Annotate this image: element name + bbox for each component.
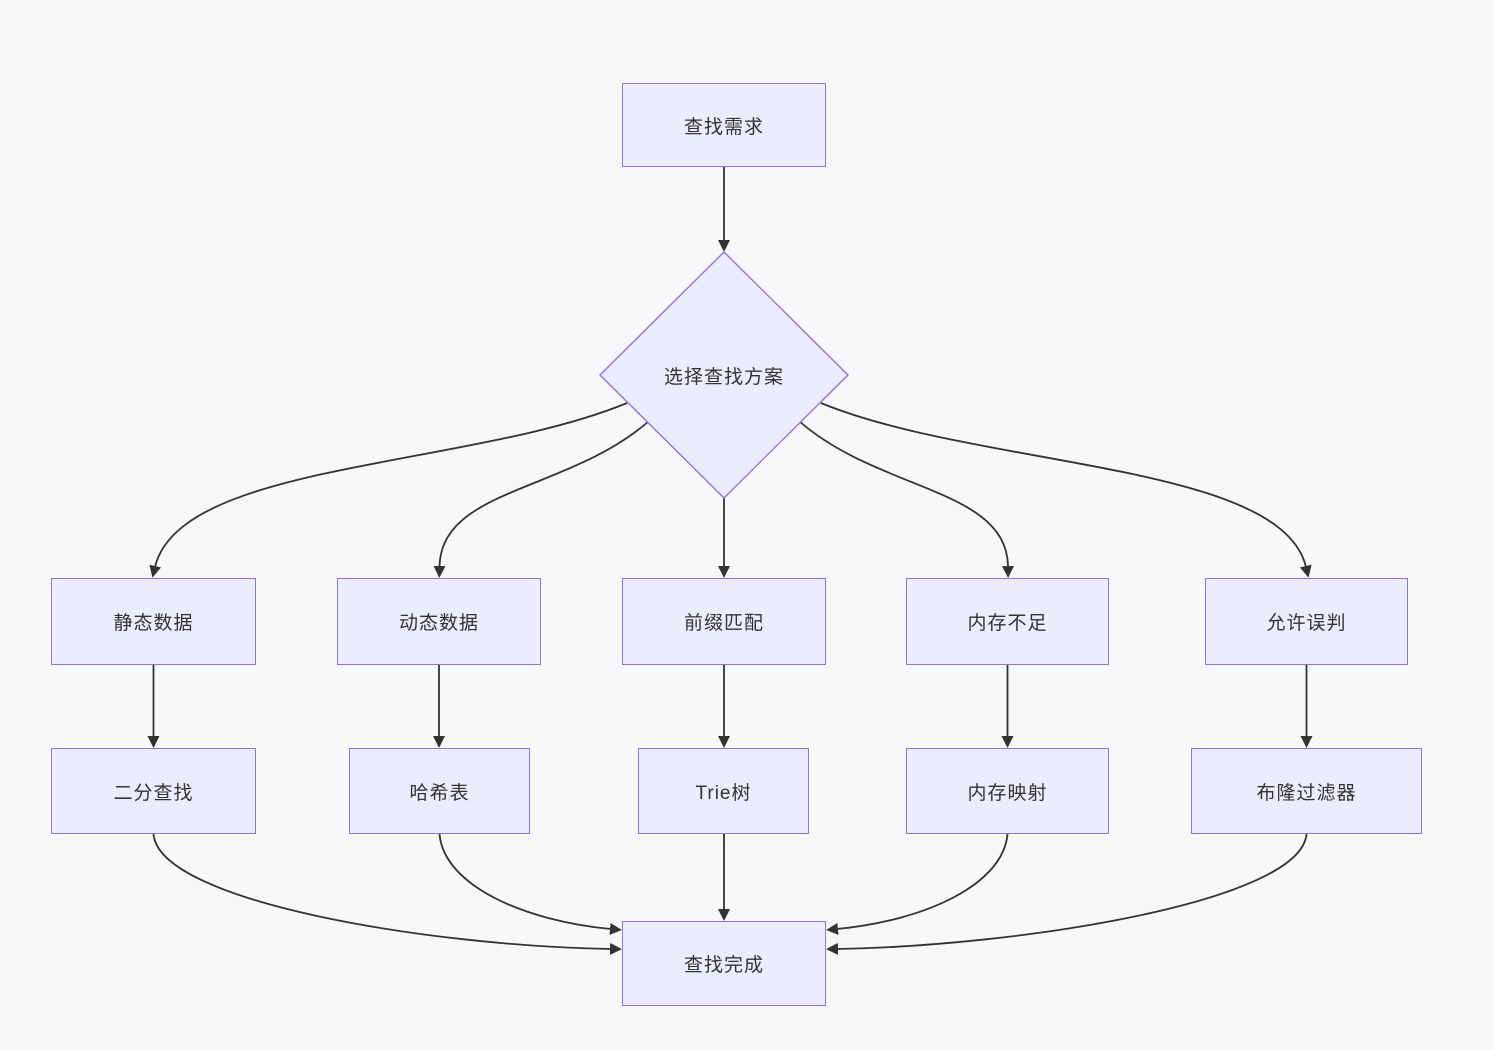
- edge-memory-map-done: [826, 833, 1009, 935]
- edge-binary-search-done: [152, 833, 622, 955]
- node-static-data: 静态数据: [51, 578, 256, 665]
- edge-decision-low-memory: [798, 420, 1014, 578]
- edge-decision-allow-false-positive: [820, 402, 1312, 578]
- node-prefix-match: 前缀匹配: [622, 578, 826, 665]
- edge-decision-dynamic-data: [433, 420, 650, 578]
- node-allow-false-positive: 允许误判: [1205, 578, 1408, 665]
- node-choose-search-scheme: 选择查找方案: [663, 366, 784, 388]
- node-dynamic-data: 动态数据: [337, 578, 541, 665]
- edge-decision-static-data: [149, 402, 628, 578]
- node-bloom-filter: 布隆过滤器: [1191, 748, 1422, 834]
- edge-bloom-filter-done: [826, 833, 1308, 955]
- edge-hash-table-done: [438, 833, 622, 935]
- node-search-done: 查找完成: [622, 921, 826, 1006]
- node-binary-search: 二分查找: [51, 748, 256, 834]
- node-search-requirement: 查找需求: [622, 83, 826, 167]
- node-trie-tree: Trie树: [638, 748, 809, 834]
- decision-diamond-shape: [599, 251, 849, 499]
- node-hash-table: 哈希表: [349, 748, 530, 834]
- node-low-memory: 内存不足: [906, 578, 1109, 665]
- node-memory-map: 内存映射: [906, 748, 1109, 834]
